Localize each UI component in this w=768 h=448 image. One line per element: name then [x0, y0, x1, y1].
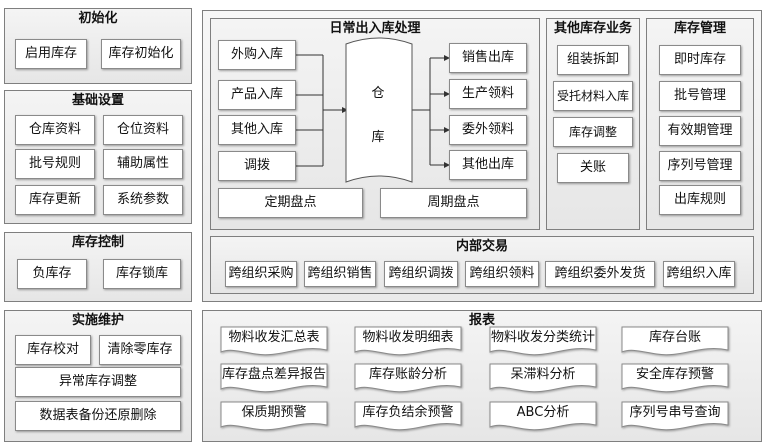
cross-org-purchase-button[interactable]: 跨组织采购 [225, 261, 297, 287]
periodic-count-button[interactable]: 定期盘点 [218, 188, 363, 218]
outbound-rule-button[interactable]: 出库规则 [659, 185, 741, 215]
other-in-button[interactable]: 其他入库 [218, 115, 296, 145]
slow-moving-report[interactable]: 呆滞料分析 [489, 363, 597, 393]
realtime-stock-button[interactable]: 即时库存 [659, 45, 741, 75]
document-shape-icon [489, 326, 597, 356]
stock-update-button[interactable]: 库存更新 [15, 185, 95, 215]
stock-check-button[interactable]: 库存校对 [15, 335, 91, 365]
warehouse-data-button[interactable]: 仓库资料 [15, 115, 95, 145]
system-param-button[interactable]: 系统参数 [103, 185, 183, 215]
report-label: 物料收发汇总表 [228, 330, 320, 345]
document-shape-icon [489, 401, 597, 431]
inventory-mgmt-panel: 库存管理 即时库存 批号管理 有效期管理 序列号管理 出库规则 [646, 18, 754, 230]
report-label: 物料收发分类统计 [490, 330, 595, 345]
clear-zero-stock-button[interactable]: 清除零库存 [99, 335, 181, 365]
other-inventory-panel: 其他库存业务 组装拆卸 受托材料入库 库存调整 关账 [546, 18, 640, 230]
cross-org-transfer-button[interactable]: 跨组织调拨 [384, 261, 458, 287]
basic-settings-panel: 基础设置 仓库资料 仓位资料 批号规则 辅助属性 库存更新 系统参数 [4, 90, 192, 224]
negative-stock-button[interactable]: 负库存 [17, 259, 87, 289]
cross-org-receipt-button[interactable]: 跨组织入库 [663, 261, 735, 287]
other-inventory-title: 其他库存业务 [553, 21, 632, 36]
serial-query-report[interactable]: 序列号串号查询 [621, 401, 729, 431]
document-shape-icon [220, 401, 328, 431]
inventory-control-title: 库存控制 [71, 235, 124, 250]
material-summary-report[interactable]: 物料收发汇总表 [220, 326, 328, 356]
material-detail-report[interactable]: 物料收发明细表 [354, 326, 462, 356]
sales-out-button[interactable]: 销售出库 [449, 43, 527, 73]
batch-rule-button[interactable]: 批号规则 [15, 149, 95, 179]
report-label: ABC分析 [516, 405, 570, 420]
inventory-control-panel: 库存控制 负库存 库存锁库 [4, 232, 192, 302]
report-label: 库存账龄分析 [368, 367, 447, 382]
material-category-report[interactable]: 物料收发分类统计 [489, 326, 597, 356]
document-shape-icon [220, 363, 328, 393]
init-title: 初始化 [78, 11, 118, 26]
report-label: 库存盘点差异报告 [221, 367, 326, 382]
inventory-mgmt-title: 库存管理 [673, 21, 726, 36]
maintenance-title: 实施维护 [71, 313, 124, 328]
count-variance-report[interactable]: 库存盘点差异报告 [220, 363, 328, 393]
expiry-mgmt-button[interactable]: 有效期管理 [659, 116, 741, 146]
report-label: 呆滞料分析 [510, 367, 576, 382]
safety-stock-alert-report[interactable]: 安全库存预警 [621, 363, 729, 393]
stock-ledger-report[interactable]: 库存台账 [621, 326, 729, 356]
inventory-init-button[interactable]: 库存初始化 [101, 39, 181, 69]
cycle-count-button[interactable]: 周期盘点 [380, 188, 527, 218]
stock-lock-button[interactable]: 库存锁库 [103, 259, 181, 289]
production-pick-button[interactable]: 生产领料 [449, 79, 527, 109]
batch-mgmt-button[interactable]: 批号管理 [659, 81, 741, 111]
negative-balance-alert-report[interactable]: 库存负结余预警 [354, 401, 462, 431]
enable-inventory-button[interactable]: 启用库存 [15, 39, 87, 69]
consigned-material-in-button[interactable]: 受托材料入库 [553, 81, 633, 111]
backup-restore-delete-button[interactable]: 数据表备份还原删除 [15, 401, 181, 431]
outsource-pick-button[interactable]: 委外领料 [449, 115, 527, 145]
aux-attribute-button[interactable]: 辅助属性 [103, 149, 183, 179]
report-label: 库存台账 [648, 330, 701, 345]
stock-aging-report[interactable]: 库存账龄分析 [354, 363, 462, 393]
report-label: 保质期预警 [241, 405, 307, 420]
document-shape-icon [354, 363, 462, 393]
document-shape-icon [489, 363, 597, 393]
daily-inout-title: 日常出入库处理 [329, 21, 421, 36]
warehouse-char-1: 仓 [371, 86, 385, 101]
cross-org-sales-button[interactable]: 跨组织销售 [304, 261, 376, 287]
maintenance-panel: 实施维护 库存校对 清除零库存 异常库存调整 数据表备份还原删除 [4, 310, 192, 442]
location-data-button[interactable]: 仓位资料 [103, 115, 183, 145]
inventory-adjust-button[interactable]: 库存调整 [553, 117, 633, 147]
document-shape-icon [354, 326, 462, 356]
internal-trade-title: 内部交易 [455, 239, 508, 254]
document-shape-icon [621, 401, 729, 431]
init-panel: 初始化 启用库存 库存初始化 [4, 8, 192, 84]
report-label: 库存负结余预警 [362, 405, 454, 420]
internal-trade-panel: 内部交易 跨组织采购 跨组织销售 跨组织调拨 跨组织领料 跨组织委外发货 跨组织… [210, 236, 754, 294]
basic-settings-title: 基础设置 [71, 93, 124, 108]
close-books-button[interactable]: 关账 [557, 153, 629, 183]
abnormal-adjust-button[interactable]: 异常库存调整 [15, 367, 181, 397]
transfer-button[interactable]: 调拨 [218, 151, 296, 181]
cross-org-outsource-ship-button[interactable]: 跨组织委外发货 [545, 261, 655, 287]
abc-analysis-report[interactable]: ABC分析 [489, 401, 597, 431]
document-shape-icon [220, 326, 328, 356]
assembly-button[interactable]: 组装拆卸 [557, 45, 629, 75]
shelf-life-alert-report[interactable]: 保质期预警 [220, 401, 328, 431]
serial-mgmt-button[interactable]: 序列号管理 [659, 151, 741, 181]
report-label: 安全库存预警 [635, 367, 714, 382]
report-label: 序列号串号查询 [629, 405, 721, 420]
document-shape-icon [354, 401, 462, 431]
purchase-in-button[interactable]: 外购入库 [218, 40, 296, 70]
other-out-button[interactable]: 其他出库 [449, 150, 527, 180]
product-in-button[interactable]: 产品入库 [218, 80, 296, 110]
reports-title: 报表 [468, 313, 495, 328]
cross-org-pick-button[interactable]: 跨组织领料 [465, 261, 539, 287]
report-label: 物料收发明细表 [362, 330, 454, 345]
document-shape-icon [621, 363, 729, 393]
warehouse-char-2: 库 [371, 130, 385, 145]
document-shape-icon [621, 326, 729, 356]
